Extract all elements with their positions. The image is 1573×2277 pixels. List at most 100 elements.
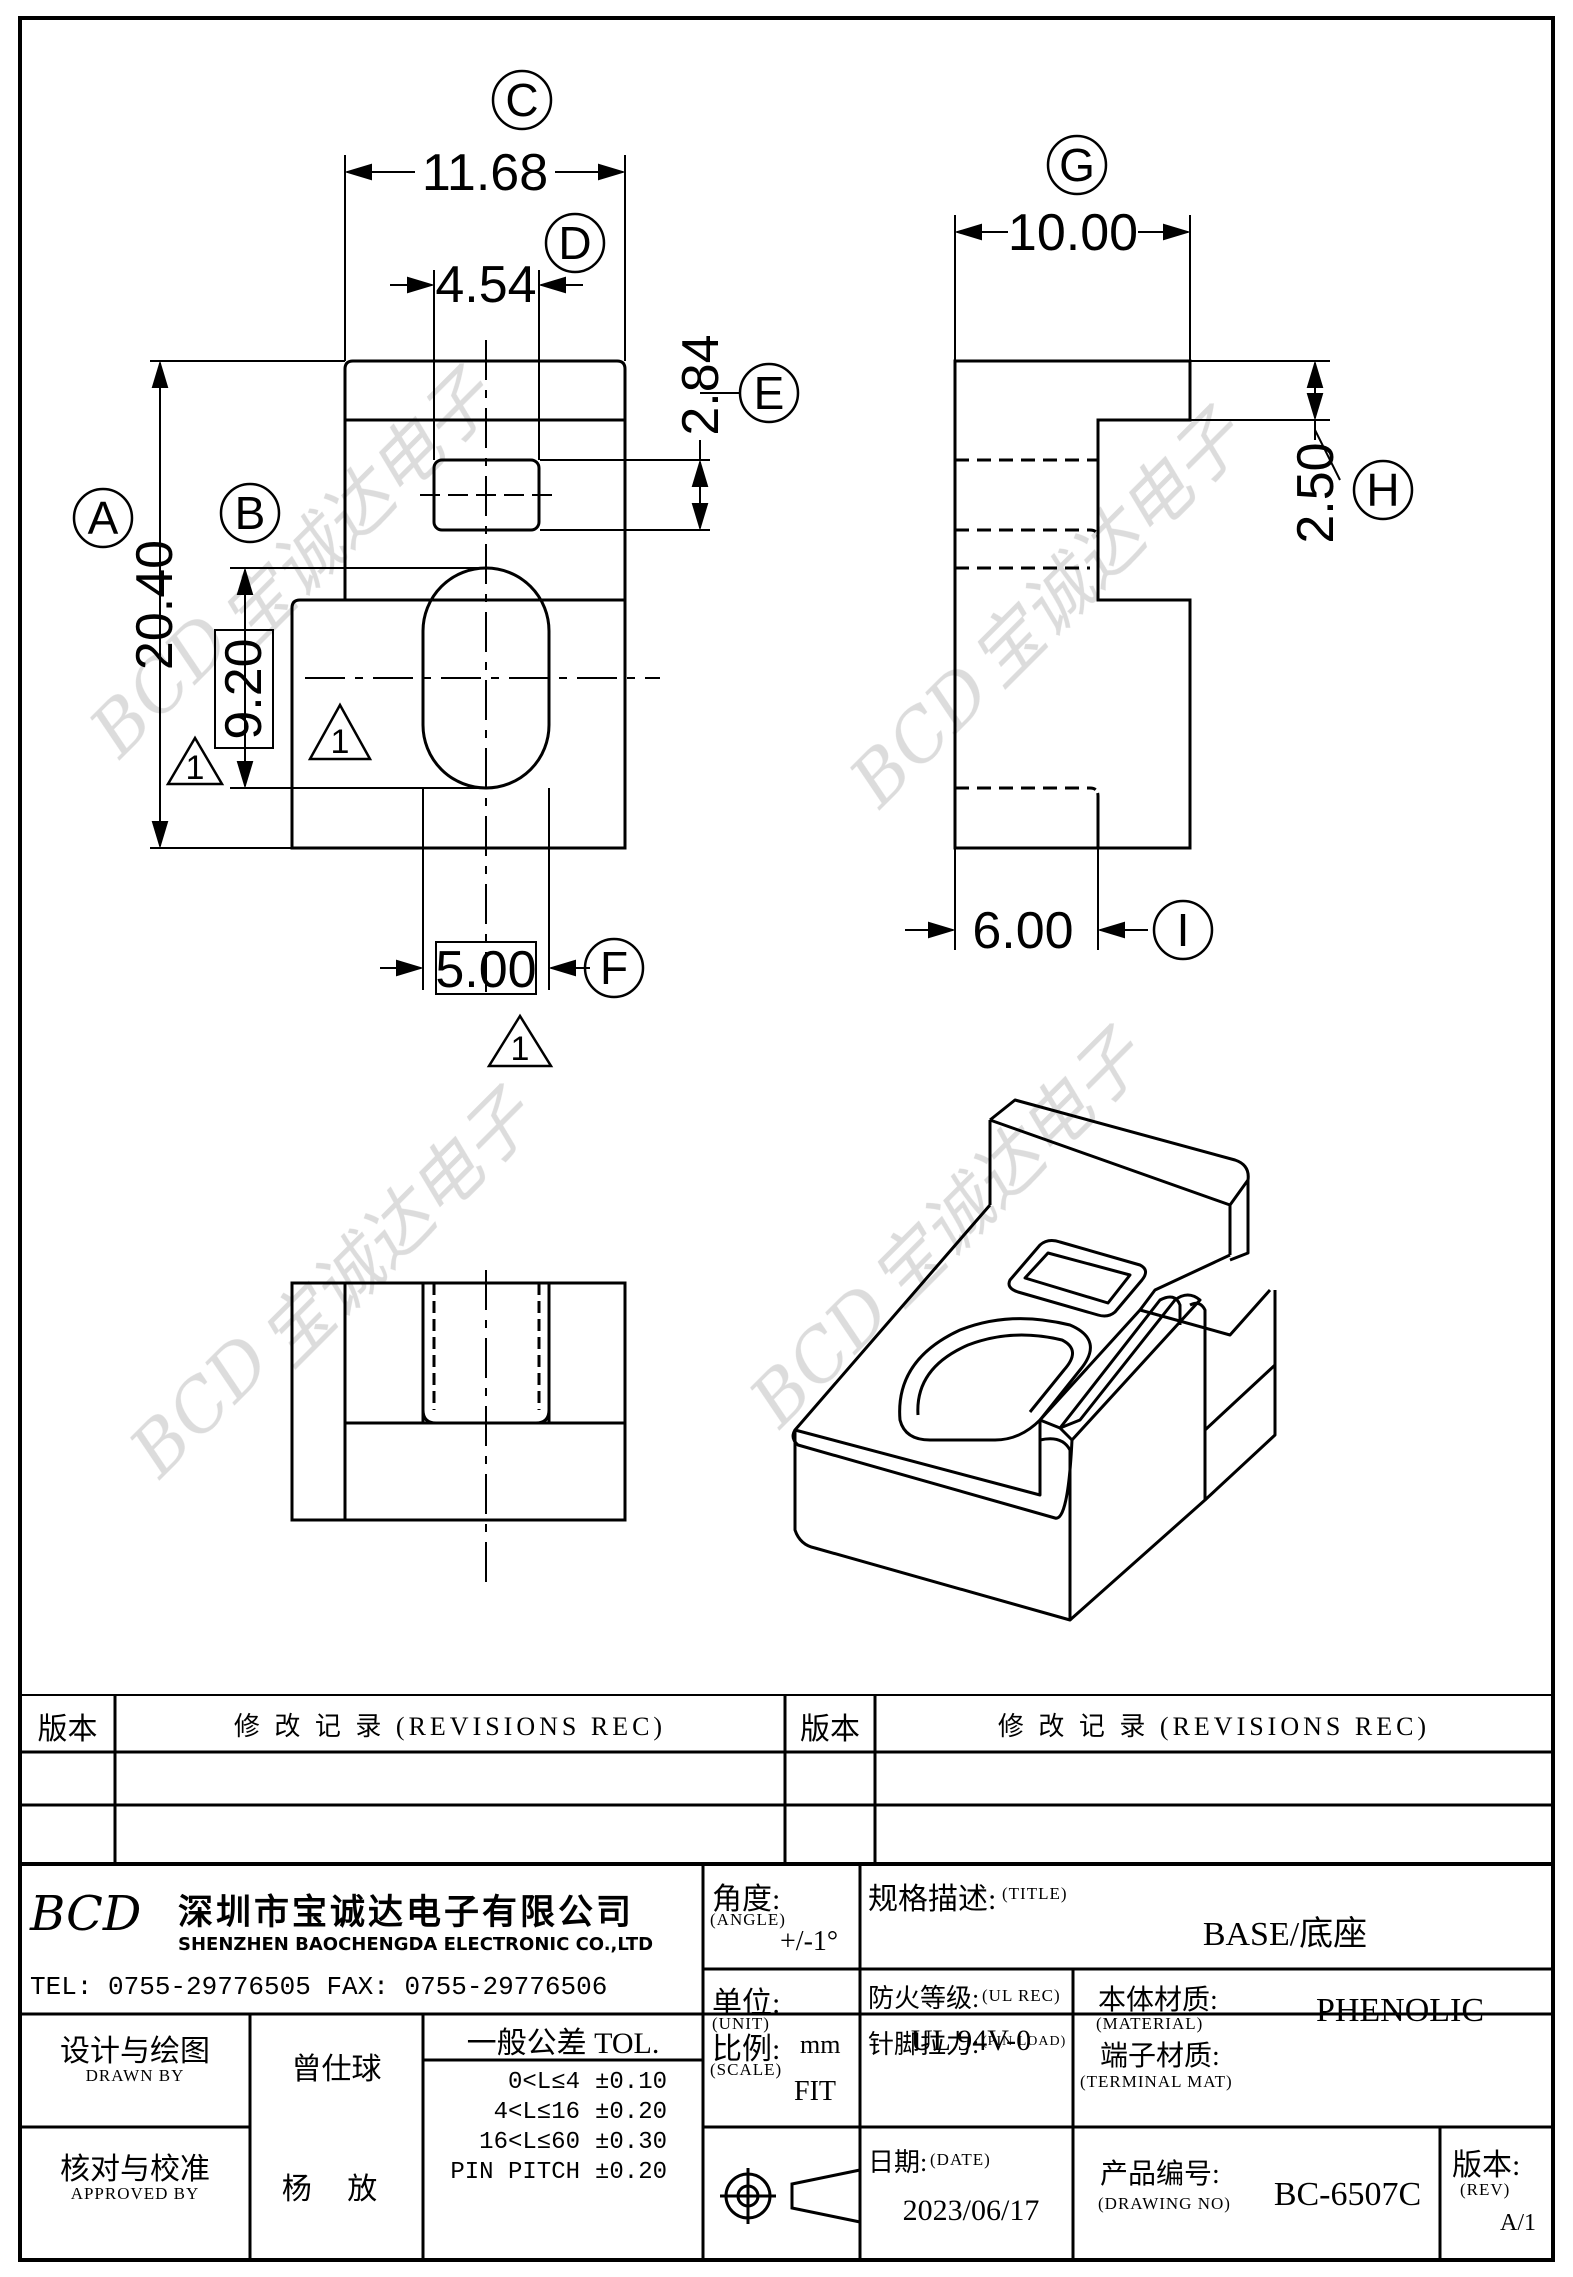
scale-value: FIT [794, 2076, 836, 2107]
dim-i-value: 6.00 [972, 902, 1073, 960]
critical-triangle-2-label: 1 [331, 723, 350, 761]
unit-value: mm [800, 2030, 841, 2059]
balloon-h-label: H [1366, 464, 1399, 516]
rev-record-header-left: 修 改 记 录 (REVISIONS REC) [233, 1712, 667, 1741]
iso-flange-top [989, 1098, 1250, 1206]
balloons-front: C D E A B F [72, 69, 800, 999]
tol-range-0: 0<L≤4 [507, 2069, 580, 2096]
iso-small-slot-inner [1023, 1251, 1132, 1305]
rev-record-header-right: 修 改 记 录 (REVISIONS REC) [997, 1712, 1431, 1741]
drawn-label: 设计与绘图 [60, 2035, 210, 2068]
drawing-no-label: 产品编号: [1100, 2159, 1220, 2190]
balloon-c [491, 69, 553, 131]
critical-markers [165, 702, 554, 1068]
dim-f-value: 5.00 [435, 941, 536, 999]
balloon-f-label: F [600, 942, 628, 994]
ul-label: 防火等级: [868, 1984, 980, 2013]
title-label-en: (TITLE) [1002, 1884, 1068, 1903]
side-dimensions [905, 215, 1330, 950]
title-label: 规格描述: [868, 1883, 997, 1916]
title-block: 版本 修 改 记 录 (REVISIONS REC) 版本 修 改 记 录 (R… [20, 1694, 1553, 2260]
iso-body-front-edge [791, 1429, 1074, 1520]
iso-step-front [1039, 1295, 1182, 1430]
side-view [953, 359, 1192, 850]
unit-label-en: (UNIT) [712, 2014, 770, 2033]
drawn-label-en: DRAWN BY [85, 2066, 185, 2085]
iso-body-right-edge [1203, 1290, 1277, 1502]
rev-value: A/1 [1500, 2210, 1536, 2236]
company-logo: BCD [30, 1886, 142, 1942]
bottom-slot-left-arc [421, 1409, 437, 1425]
balloon-h-leader [1314, 429, 1341, 481]
dim-b-box [214, 629, 274, 749]
balloon-i-label: I [1177, 904, 1190, 956]
material-value: PHENOLIC [1315, 1992, 1485, 2029]
iso-right-block [1059, 1299, 1177, 1430]
balloon-f [583, 937, 645, 999]
iso-top-edge-back [1138, 1253, 1231, 1311]
balloon-c-label: C [505, 74, 538, 126]
approved-value: 杨 放 [281, 2173, 392, 2206]
rev-version-header-right: 版本 [800, 1713, 860, 1746]
pin-label: 针脚拉力: [868, 2030, 980, 2059]
watermark-text-4: 宝诚达电子 [854, 1014, 1162, 1322]
date-label-en: (DATE) [930, 2150, 991, 2169]
isometric-view [791, 1098, 1277, 1622]
side-outline [953, 359, 1192, 850]
watermark-logo-4: BCD [733, 1269, 907, 1443]
balloon-i [1152, 899, 1214, 961]
tol-range-3: PIN PITCH [450, 2159, 580, 2186]
balloon-b [219, 482, 281, 544]
drawing-no-value: BC-6507C [1273, 2176, 1422, 2213]
rev-label: 版本: [1452, 2149, 1521, 2182]
iso-top-face [793, 1204, 1272, 1497]
drawn-value: 曾仕球 [291, 2053, 382, 2086]
terminal-label: 端子材质: [1100, 2041, 1220, 2072]
scale-label-en: (SCALE) [710, 2060, 783, 2079]
ul-label-en: (UL REC) [982, 1986, 1061, 2005]
company-name-cn: 深圳市宝诚达电子有限公司 [178, 1893, 635, 1933]
tol-value-3: ±0.20 [595, 2159, 668, 2186]
iso-body-front [793, 1430, 1072, 1622]
date-value: 2023/06/17 [902, 2194, 1040, 2227]
balloon-e-label: E [754, 367, 785, 419]
critical-triangle-1-label: 1 [186, 749, 205, 787]
company-tel-fax: TEL: 0755-29776505 FAX: 0755-29776506 [30, 1972, 608, 2002]
watermark-logo-3: BCD [113, 1319, 287, 1493]
critical-triangle-1 [165, 735, 225, 786]
watermark-text-3: 宝诚达电子 [244, 1074, 552, 1382]
rev-version-header-left: 版本 [37, 1713, 98, 1746]
balloon-d-label: D [558, 217, 591, 269]
balloon-b-label: B [235, 487, 266, 539]
balloon-a [72, 487, 134, 549]
tol-range-1: 4<L≤16 [493, 2099, 580, 2126]
angle-label-en: (ANGLE) [710, 1910, 786, 1929]
scale-label: 比例: [712, 2033, 781, 2066]
critical-triangle-3-label: 1 [511, 1030, 530, 1068]
title-block-grid [20, 1694, 1553, 2260]
bottom-view [290, 1270, 627, 1590]
balloon-d [544, 212, 606, 274]
iso-body-right-mid [1203, 1363, 1277, 1432]
pin-label-en: (PIN LOAD) [982, 2034, 1067, 2049]
balloons-side: G H I [1046, 134, 1414, 961]
tol-range-2: 16<L≤60 [479, 2129, 580, 2156]
dim-e-value: 2.84 [672, 334, 730, 435]
watermark-logo-2: BCD [833, 649, 1007, 823]
projection-symbol-icon [720, 2168, 862, 2224]
tol-value-2: ±0.30 [595, 2129, 668, 2156]
bottom-outline [290, 1281, 627, 1522]
terminal-label-en: (TERMINAL MAT) [1080, 2072, 1233, 2091]
iso-oval-slot-outer [898, 1317, 1092, 1442]
dim-h-value: 2.50 [1287, 442, 1345, 543]
front-main-body [290, 598, 627, 850]
iso-small-slot-outer [1007, 1239, 1147, 1318]
tol-value-1: ±0.20 [595, 2099, 668, 2126]
balloon-g-label: G [1059, 139, 1095, 191]
critical-triangle-3 [486, 1013, 554, 1068]
tol-value-0: ±0.10 [595, 2069, 668, 2096]
tol-header: 一般公差 TOL. [466, 2027, 660, 2060]
iso-body-right [1069, 1301, 1207, 1622]
material-label: 本体材质: [1098, 1985, 1218, 2016]
